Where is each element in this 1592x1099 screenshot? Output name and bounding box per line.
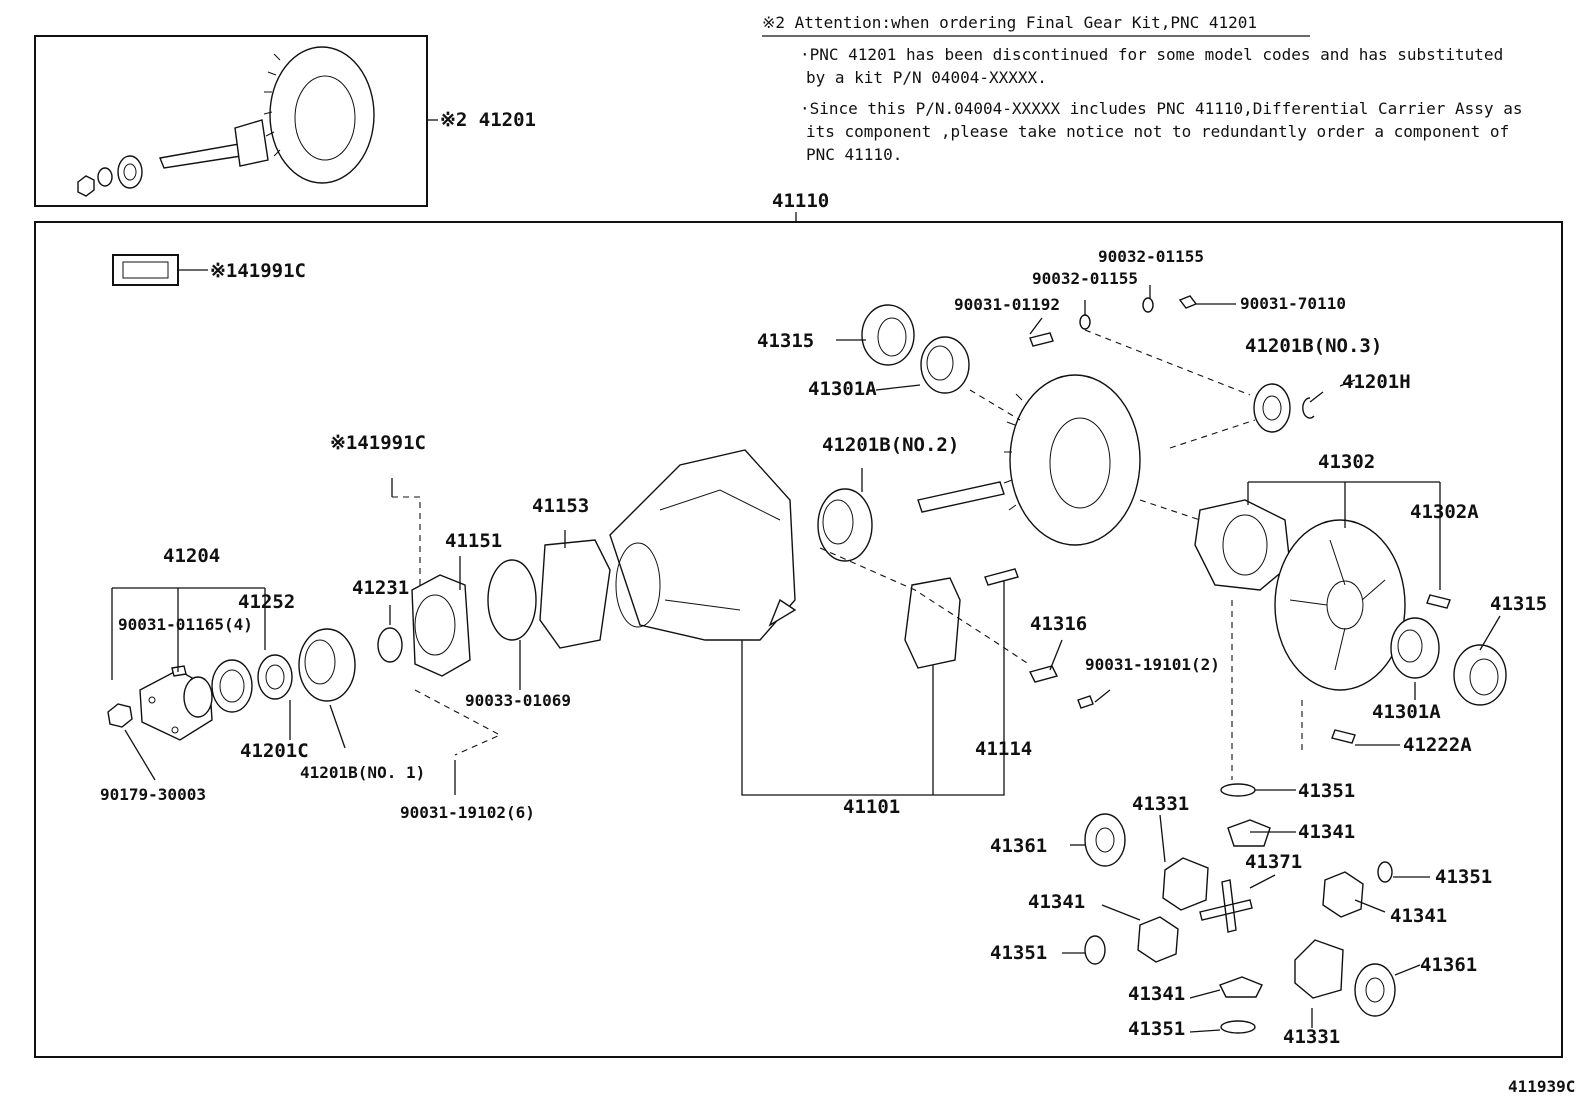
label-41151: 41151 xyxy=(445,530,502,552)
assembly-frame xyxy=(34,221,1563,1058)
note-line: its component ,please take notice not to… xyxy=(806,122,1509,141)
label-90033-01069: 90033-01069 xyxy=(465,691,571,710)
label-41331-top: 41331 xyxy=(1132,793,1189,815)
label-90031-01165: 90031-01165(4) xyxy=(118,615,253,634)
label-41315-top: 41315 xyxy=(757,330,814,352)
label-41341-c: 41341 xyxy=(1390,905,1447,927)
carrier-housing-part xyxy=(609,449,797,641)
label-41991c-mid: ※141991C xyxy=(330,432,426,454)
label-41153: 41153 xyxy=(532,495,589,517)
label-41201b-no3: 41201B(NO.3) xyxy=(1245,335,1382,357)
label-41361-right: 41361 xyxy=(1420,954,1477,976)
label-41351-b: 41351 xyxy=(1435,866,1492,888)
note-line: ·Since this P/N.04004-XXXXX includes PNC… xyxy=(800,99,1522,118)
note-line: PNC 41110. xyxy=(806,145,902,164)
attention-notes: ※2 Attention:when ordering Final Gear Ki… xyxy=(762,13,1522,164)
label-41301a-right: 41301A xyxy=(1372,701,1441,723)
label-90031-01192: 90031-01192 xyxy=(954,295,1060,314)
label-41341-a: 41341 xyxy=(1298,821,1355,843)
label-41331-bottom: 41331 xyxy=(1283,1026,1340,1048)
label-41201c: 41201C xyxy=(240,740,309,762)
label-41341-d: 41341 xyxy=(1128,983,1185,1005)
label-90032-01155-b: 90032-01155 xyxy=(1098,247,1204,266)
inset-final-gear-kit: ※2 41201 xyxy=(34,35,536,207)
drive-pinion-part xyxy=(917,481,1005,513)
attention-title: ※2 Attention:when ordering Final Gear Ki… xyxy=(762,13,1257,32)
label-41302a: 41302A xyxy=(1410,501,1479,523)
assembly-part-number: 41110 xyxy=(772,190,829,212)
bearing-retainer-part xyxy=(411,574,471,677)
label-41114: 41114 xyxy=(975,738,1032,760)
label-41201b-no1: 41201B(NO. 1) xyxy=(300,763,425,782)
label-41316: 41316 xyxy=(1030,613,1087,635)
nut-part xyxy=(107,703,133,728)
label-90179-30003: 90179-30003 xyxy=(100,785,206,804)
label-90031-19102: 90031-19102(6) xyxy=(400,803,535,822)
gasket-part xyxy=(539,539,611,649)
label-41201b-no2: 41201B(NO.2) xyxy=(822,434,959,456)
label-41361-left: 41361 xyxy=(990,835,1047,857)
assembly-dashed-lines xyxy=(392,329,1303,780)
note-line: ·PNC 41201 has been discontinued for som… xyxy=(800,45,1503,64)
label-41351-d: 41351 xyxy=(1128,1018,1185,1040)
part-labels: ※141991C 41204 41252 90031-01165(4) 4120… xyxy=(100,247,1547,1048)
ring-gear-part xyxy=(1003,374,1141,546)
label-41252: 41252 xyxy=(238,591,295,613)
label-41315-right: 41315 xyxy=(1490,593,1547,615)
label-41301a-top: 41301A xyxy=(808,378,877,400)
label-41302: 41302 xyxy=(1318,451,1375,473)
label-41991c-top: ※141991C xyxy=(210,260,306,282)
differential-case-part xyxy=(1194,499,1406,691)
label-90031-19101: 90031-19101(2) xyxy=(1085,655,1220,674)
label-41341-b: 41341 xyxy=(1028,891,1085,913)
label-41371: 41371 xyxy=(1245,851,1302,873)
label-41101: 41101 xyxy=(843,796,900,818)
label-41351-c: 41351 xyxy=(990,942,1047,964)
label-41204: 41204 xyxy=(163,545,220,567)
companion-flange-part xyxy=(139,669,213,741)
label-41201h: 41201H xyxy=(1342,371,1411,393)
label-41351-a: 41351 xyxy=(1298,780,1355,802)
label-90032-01155-a: 90032-01155 xyxy=(1032,269,1138,288)
note-line: by a kit P/N 04004-XXXXX. xyxy=(806,68,1047,87)
label-41222a: 41222A xyxy=(1403,734,1472,756)
label-41231: 41231 xyxy=(352,577,409,599)
bearing-cap-part xyxy=(904,577,961,669)
leader-lines xyxy=(111,285,1501,1033)
figure-id: 411939C xyxy=(1508,1077,1575,1096)
label-90031-70110: 90031-70110 xyxy=(1240,294,1346,313)
inset-part-number: ※2 41201 xyxy=(440,109,536,131)
